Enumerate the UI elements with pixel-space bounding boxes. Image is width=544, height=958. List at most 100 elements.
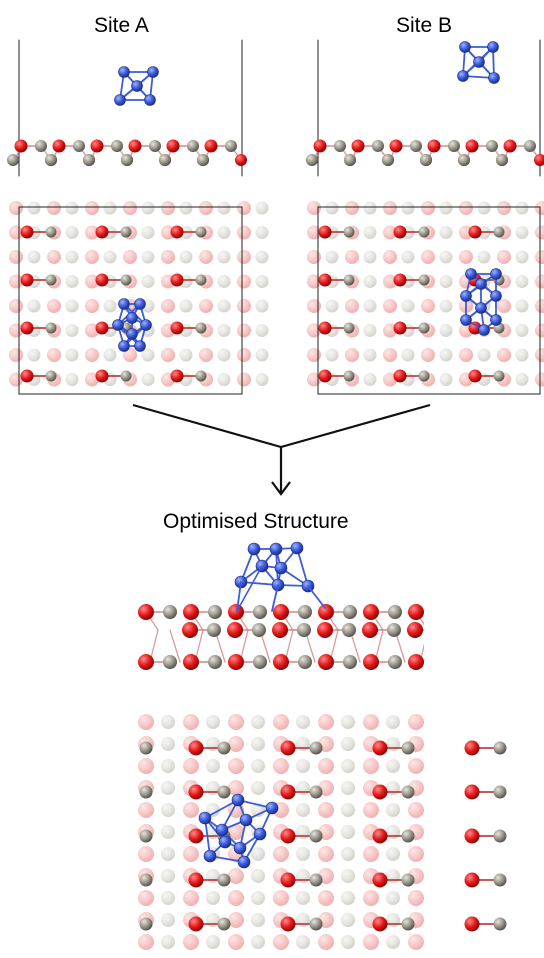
subsurface-metal — [27, 201, 41, 215]
subsurface-metal — [515, 250, 529, 264]
subsurface-oxygen — [408, 802, 424, 818]
subsurface-metal — [341, 825, 355, 839]
subsurface-oxygen — [273, 890, 289, 906]
subsurface-metal — [65, 250, 79, 264]
subsurface-oxygen — [408, 934, 424, 950]
subsurface-oxygen — [9, 348, 23, 362]
surface-metal — [139, 785, 153, 799]
subsurface-oxygen — [497, 250, 511, 264]
subsurface-oxygen — [383, 323, 397, 338]
subsurface-metal — [341, 803, 355, 817]
subsurface-metal — [179, 201, 193, 215]
subsurface-oxygen — [228, 890, 244, 906]
subsurface-oxygen — [228, 714, 244, 730]
surface-metal — [120, 226, 132, 238]
subsurface-metal — [217, 275, 231, 288]
subsurface-metal — [141, 226, 155, 239]
metal-atom — [448, 140, 460, 152]
surface-metal — [217, 873, 231, 887]
subsurface-metal — [161, 759, 175, 773]
subsurface-metal — [341, 737, 355, 751]
oxygen-atom — [318, 604, 334, 620]
subsurface-oxygen — [138, 890, 154, 906]
subsurface-oxygen — [85, 323, 99, 338]
subsurface-oxygen — [421, 201, 435, 215]
surface-oxygen — [188, 828, 204, 844]
cluster-atom — [265, 801, 279, 815]
subsurface-oxygen — [183, 802, 199, 818]
surface-oxygen — [20, 273, 34, 287]
metal-atom — [388, 655, 402, 669]
oxygen-atom — [363, 654, 379, 670]
surface-metal — [493, 370, 505, 382]
cluster-bond — [204, 817, 211, 857]
subsurface-oxygen — [85, 201, 99, 215]
subsurface-metal — [401, 250, 415, 264]
surface-oxygen — [280, 872, 296, 888]
subsurface-metal — [386, 737, 400, 751]
metal-atom — [121, 154, 133, 166]
subsurface-metal — [363, 250, 377, 264]
subsurface-oxygen — [383, 201, 397, 215]
oxygen-atom — [408, 654, 424, 670]
cell-boundary — [18, 206, 243, 395]
subsurface-metal — [439, 373, 453, 386]
cluster-atom — [490, 290, 502, 302]
metal-atom — [252, 623, 266, 637]
subsurface-oxygen — [47, 299, 61, 313]
cluster-bond — [236, 565, 263, 612]
subsurface-metal — [363, 373, 377, 386]
subsurface-oxygen — [9, 299, 23, 313]
surface-oxygen — [20, 321, 34, 335]
surface-metal — [195, 226, 207, 238]
subsurface-oxygen — [307, 323, 321, 338]
subsurface-metal — [27, 250, 41, 264]
subsurface-metal — [141, 275, 155, 288]
surface-metal — [309, 785, 323, 799]
cluster-atom — [488, 72, 500, 84]
subsurface-metal — [386, 781, 400, 795]
surface-oxygen — [170, 225, 184, 239]
subsurface-metal — [386, 715, 400, 729]
subsurface-oxygen — [183, 934, 199, 950]
subsurface-metal — [325, 348, 339, 362]
surface-metal — [217, 785, 231, 799]
subsurface-metal — [296, 869, 310, 883]
surface-oxygen — [318, 273, 332, 287]
subsurface-oxygen — [123, 250, 137, 264]
subsurface-oxygen — [307, 250, 321, 264]
subsurface-oxygen — [85, 225, 99, 240]
subsurface-oxygen — [138, 714, 154, 730]
cluster-atom — [247, 542, 261, 556]
surface-metal — [401, 917, 415, 931]
subsurface-metal — [179, 299, 193, 313]
oxygen-atom — [166, 139, 180, 153]
surface-metal — [401, 873, 415, 887]
subsurface-oxygen — [237, 299, 251, 313]
subsurface-metal — [363, 348, 377, 362]
subsurface-metal — [251, 759, 265, 773]
subsurface-metal — [161, 715, 175, 729]
cluster-atom — [475, 278, 487, 290]
metal-atom — [297, 623, 311, 637]
subsurface-oxygen — [497, 201, 511, 215]
oxygen-atom — [273, 654, 289, 670]
subsurface-metal — [296, 737, 310, 751]
metal-atom — [111, 140, 123, 152]
subsurface-metal — [141, 373, 155, 386]
surface-metal — [493, 741, 507, 755]
subsurface-oxygen — [228, 912, 244, 928]
subsurface-oxygen — [183, 846, 199, 862]
subsurface-oxygen — [363, 802, 379, 818]
metal-atom — [253, 605, 267, 619]
subsurface-oxygen — [199, 348, 213, 362]
oxygen-atom — [182, 622, 198, 638]
subsurface-metal — [251, 715, 265, 729]
subsurface-metal — [65, 373, 79, 386]
subsurface-oxygen — [273, 714, 289, 730]
oxygen-atom — [227, 622, 243, 638]
metal-atom — [334, 140, 346, 152]
cluster-atom — [274, 561, 288, 575]
site-a-side-view — [7, 39, 247, 177]
